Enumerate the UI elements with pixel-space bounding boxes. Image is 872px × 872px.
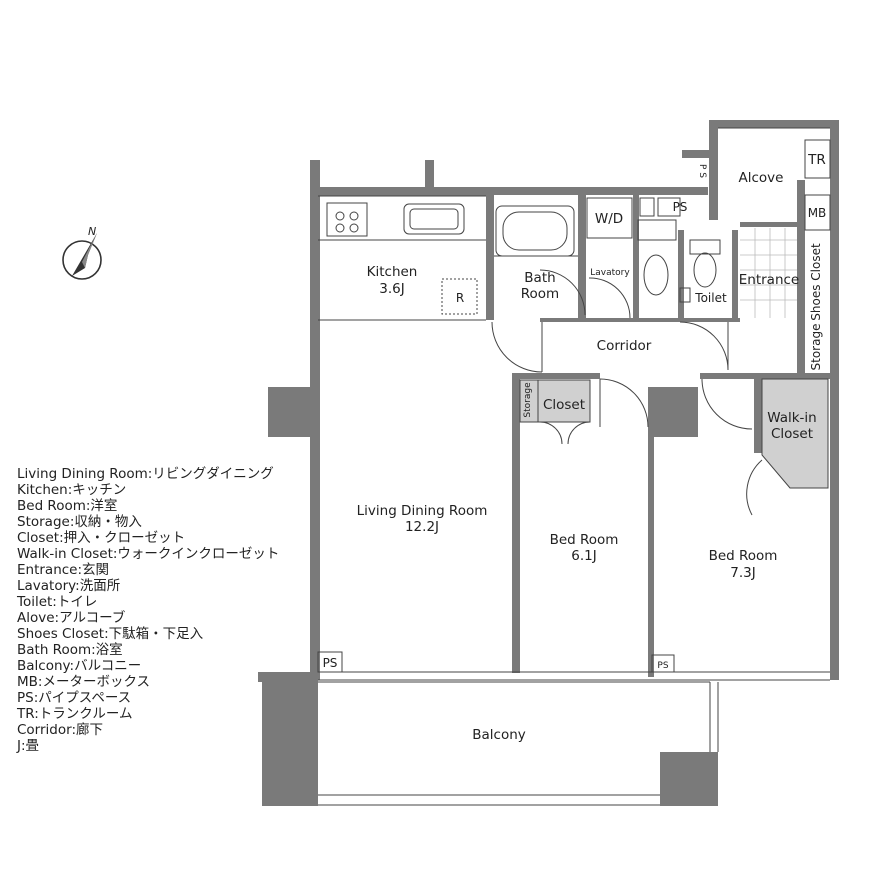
legend-item: Toilet:トイレ (16, 594, 97, 610)
storage-small-label: Storage (523, 382, 533, 418)
wd-lavatory (586, 197, 681, 296)
bed2-label: Bed Room (709, 548, 778, 564)
north-arrow-shade (82, 233, 97, 268)
shoes-closet-label: Shoes Closet (809, 243, 823, 321)
bed1-size: 6.1J (571, 548, 596, 564)
kitchen-label: Kitchen (367, 264, 418, 280)
legend-item: Bath Room:浴室 (17, 641, 123, 658)
living-label: Living Dining Room (357, 503, 488, 519)
room-labels: Kitchen 3.6J R Bath Room W/D Lavatory PS… (317, 139, 831, 743)
legend-item: Shoes Closet:下駄箱・下足入 (17, 626, 204, 642)
washbasin-icon (643, 254, 669, 296)
alcove-label: Alcove (739, 170, 784, 186)
wd-label: W/D (595, 211, 623, 227)
ps-living-label: PS (323, 656, 338, 670)
refrigerator-label: R (456, 291, 464, 305)
storage-right-label: Storage (809, 324, 823, 371)
bed1-label: Bed Room (550, 532, 619, 548)
walkin-label-line2: Closet (771, 426, 813, 442)
legend: Living Dining Room:リビングダイニング Kitchen:キッチ… (16, 466, 279, 754)
lavatory-label: Lavatory (590, 268, 630, 278)
legend-item: TR:トランクルーム (16, 706, 132, 722)
doors (491, 269, 763, 516)
legend-item: J:畳 (16, 738, 39, 754)
outline-lines (318, 127, 830, 806)
bathtub-icon (502, 211, 568, 251)
sink-icon (403, 203, 465, 235)
legend-item: Walk-in Closet:ウォークインクローゼット (17, 546, 279, 562)
balcony-label: Balcony (472, 727, 526, 743)
bath-label-line2: Room (521, 286, 559, 302)
legend-item: PS:パイプスペース (17, 690, 131, 706)
legend-item: Living Dining Room:リビングダイニング (17, 466, 274, 482)
legend-item: Bed Room:洋室 (17, 497, 117, 514)
legend-item: Kitchen:キッチン (17, 482, 126, 498)
walkin-label-line1: Walk-in (767, 410, 817, 426)
entrance-label: Entrance (739, 272, 800, 288)
toilet-label: Toilet (694, 291, 727, 305)
legend-item: Lavatory:洗面所 (17, 578, 120, 594)
bed2-size: 7.3J (730, 565, 755, 581)
ps-bed2-label: PS (657, 661, 668, 671)
closet-label: Closet (543, 397, 585, 413)
ps-vertical-label: P S (697, 164, 707, 178)
legend-item: Entrance:玄関 (17, 561, 109, 578)
legend-item: Storage:収納・物入 (17, 514, 142, 530)
stove-icon (326, 202, 368, 237)
interior-walls (486, 180, 830, 453)
walkin-closet-area (761, 378, 829, 489)
legend-item: Alove:アルコーブ (17, 609, 126, 626)
ps-top-label: PS (673, 200, 688, 214)
compass: N (62, 225, 102, 280)
legend-item: Closet:押入・クローゼット (17, 530, 185, 546)
bath-fixtures (494, 205, 578, 257)
refrigerator-space (441, 278, 478, 315)
compass-ring (62, 240, 102, 280)
living-size: 12.2J (405, 519, 439, 535)
bath-label-line1: Bath (524, 270, 555, 286)
closet-area (537, 379, 591, 423)
toilet-fixtures (679, 239, 721, 303)
north-arrow-icon (72, 233, 97, 276)
legend-item: MB:メーターボックス (17, 674, 150, 690)
toilet-bowl-icon (693, 252, 717, 288)
outer-walls (258, 120, 839, 806)
entrance-tiles (740, 228, 797, 318)
mb-label: MB (808, 206, 827, 220)
tr-label: TR (807, 152, 826, 168)
legend-item: Corridor:廊下 (17, 721, 103, 738)
legend-item: Balcony:バルコニー (17, 658, 141, 674)
kitchen-size: 3.6J (379, 281, 404, 297)
compass-letter: N (88, 225, 96, 238)
kitchen-fixtures (326, 202, 478, 315)
corridor-label: Corridor (597, 338, 652, 354)
